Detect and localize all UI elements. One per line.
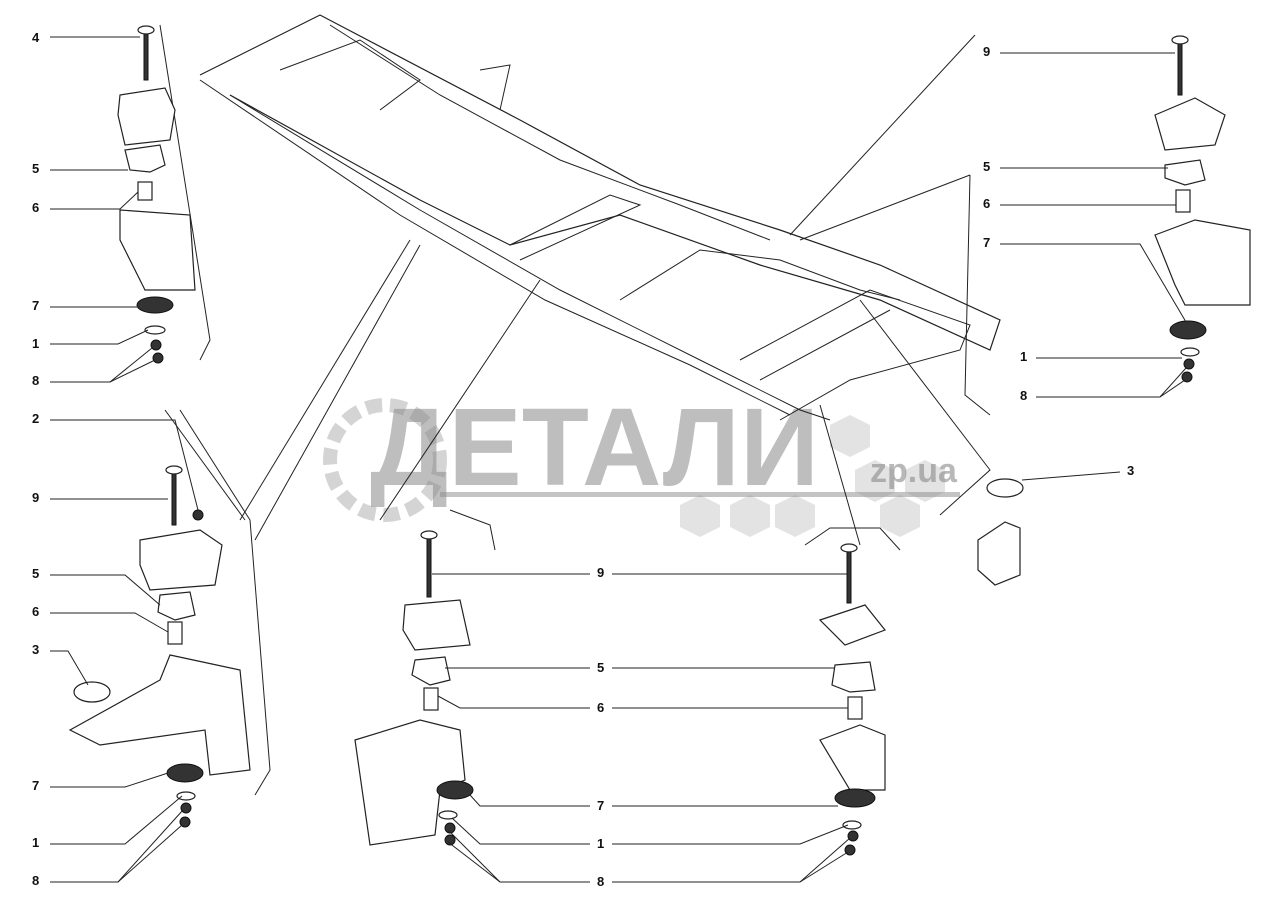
callout-label: 9 [983,44,990,59]
group-leaders [159,24,991,796]
callout-labels: 4 5 6 7 1 8 2 9 5 6 3 7 1 8 9 5 6 7 1 8 … [32,30,1134,889]
callout-label: 8 [32,373,39,388]
callout-label: 9 [32,490,39,505]
callout-label: 5 [983,159,990,174]
callout-label: 4 [32,30,40,45]
watermark-brand: ДЕТАЛИ [370,386,819,509]
watermark: ДЕТАЛИ zp.ua [323,386,960,537]
callout-label: 1 [597,836,604,851]
callout-label: 7 [32,778,39,793]
callout-label: 9 [597,565,604,580]
callout-label: 6 [32,604,39,619]
watermark-domain: zp.ua [870,452,958,490]
callout-label: 7 [983,235,990,250]
callout-label: 3 [32,642,39,657]
callout-label: 3 [1127,463,1134,478]
callout-label: 8 [597,874,604,889]
callout-label: 1 [32,835,39,850]
mount-group-top-left [117,25,196,364]
mount-group-center [354,530,474,846]
callout-label: 8 [32,873,39,888]
callout-label: 5 [32,566,39,581]
callout-label: 8 [1020,388,1027,403]
chassis-frame [199,14,1001,421]
callout-label: 6 [983,196,990,211]
callout-label: 1 [32,336,39,351]
mount-group-bottom-left [68,465,251,828]
callout-label: 7 [597,798,604,813]
callout-label: 5 [597,660,604,675]
mount-group-center-right [818,543,886,856]
callout-label: 5 [32,161,39,176]
callout-label: 7 [32,298,39,313]
callout-label: 2 [32,411,39,426]
callout-leaders [50,36,1187,883]
callout-label: 1 [1020,349,1027,364]
mount-group-top-right [977,35,1251,586]
callout-label: 6 [597,700,604,715]
callout-label: 6 [32,200,39,215]
